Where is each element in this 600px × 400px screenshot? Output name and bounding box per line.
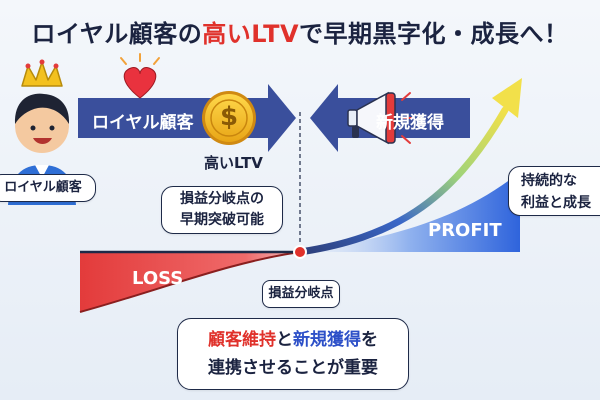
breakeven-note-line2: 早期突破可能 — [180, 212, 264, 228]
loss-label: LOSS — [132, 268, 184, 289]
growth-curve — [296, 106, 509, 256]
megaphone-icon — [347, 91, 414, 145]
title-part2: で早期黒字化・成長へ！ — [299, 20, 569, 48]
customer-label: ロイヤル顧客 — [0, 174, 96, 202]
loss-area — [80, 252, 300, 312]
bottom-note-line2: 連携させることが重要 — [208, 358, 378, 378]
bottom-note-acquisition: 新規獲得 — [293, 330, 361, 350]
break-even-point — [293, 245, 307, 259]
loyal-arrow-label: ロイヤル顧客 — [92, 113, 194, 133]
bottom-note-line1: 顧客維持と新規獲得を — [178, 326, 408, 354]
profit-label: PROFIT — [428, 220, 502, 241]
new-acquisition-label: 新規獲得 — [376, 113, 444, 133]
customer-label-text: ロイヤル顧客 — [4, 180, 82, 195]
bottom-note-particle: を — [361, 330, 378, 350]
page-title: ロイヤル顧客の高いLTVで早期黒字化・成長へ！ — [0, 14, 600, 49]
bottom-note: 顧客維持と新規獲得を 連携させることが重要 — [177, 318, 409, 390]
profit-area — [300, 172, 520, 252]
coin-icon — [202, 91, 256, 145]
loss-curve — [79, 251, 301, 313]
breakeven-label: 損益分岐点 — [262, 280, 340, 308]
bottom-note-and: と — [276, 330, 293, 350]
breakeven-note-line1: 損益分岐点の — [180, 191, 264, 207]
loyal-arrow-sublabel: 高いLTV — [204, 154, 263, 172]
heart-icon — [123, 67, 157, 99]
title-accent: 高いLTV — [202, 20, 300, 48]
breakeven-note: 損益分岐点の 早期突破可能 — [161, 186, 283, 234]
growth-arrowhead — [492, 78, 522, 118]
bottom-note-retention: 顧客維持 — [208, 330, 276, 350]
crown-icon — [21, 59, 63, 87]
coin-symbol: $ — [219, 102, 239, 132]
breakeven-label-text: 損益分岐点 — [268, 286, 334, 301]
heart-sparkles — [120, 53, 160, 65]
growth-note: 持続的な 利益と成長 — [508, 166, 600, 216]
growth-note-line2: 利益と成長 — [521, 195, 591, 211]
title-part1: ロイヤル顧客の — [31, 20, 203, 48]
growth-note-line1: 持続的な — [521, 173, 577, 189]
